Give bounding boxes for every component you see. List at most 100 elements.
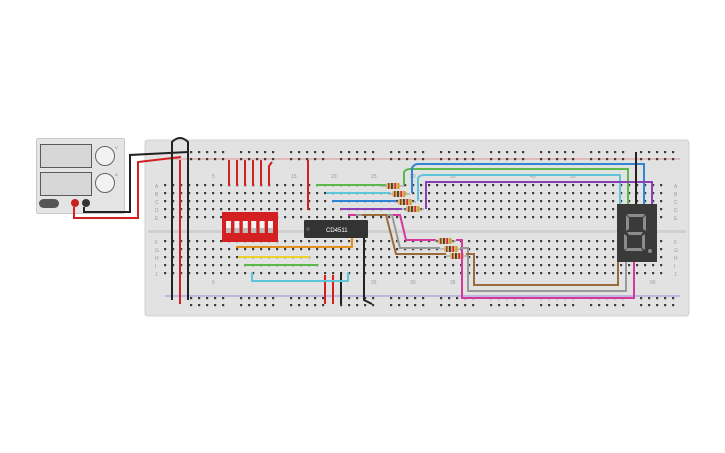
breadboard-hole[interactable] [656, 151, 659, 154]
black-rail-jumper[interactable] [171, 137, 189, 300]
breadboard-hole[interactable] [244, 248, 247, 251]
breadboard-hole[interactable] [256, 304, 259, 307]
breadboard-hole[interactable] [516, 208, 519, 211]
dip-switch-pullup-wires[interactable] [228, 160, 334, 304]
breadboard-hole[interactable] [644, 184, 647, 187]
breadboard-hole[interactable] [220, 216, 223, 219]
breadboard-hole[interactable] [484, 240, 487, 243]
breadboard-hole[interactable] [564, 240, 567, 243]
breadboard-hole[interactable] [164, 216, 167, 219]
breadboard-hole[interactable] [508, 256, 511, 259]
breadboard-hole[interactable] [180, 216, 183, 219]
dc-power-supply[interactable]: V A [36, 138, 125, 214]
breadboard-hole[interactable] [314, 158, 317, 161]
breadboard-hole[interactable] [492, 256, 495, 259]
breadboard-hole[interactable] [248, 158, 251, 161]
breadboard-hole[interactable] [532, 184, 535, 187]
breadboard-hole[interactable] [324, 216, 327, 219]
breadboard-hole[interactable] [348, 151, 351, 154]
breadboard-hole[interactable] [516, 248, 519, 251]
breadboard-hole[interactable] [672, 151, 675, 154]
breadboard-hole[interactable] [364, 297, 367, 300]
breadboard-hole[interactable] [264, 304, 267, 307]
breadboard-hole[interactable] [364, 264, 367, 267]
breadboard-hole[interactable] [380, 240, 383, 243]
breadboard-hole[interactable] [448, 297, 451, 300]
breadboard-hole[interactable] [444, 216, 447, 219]
breadboard-hole[interactable] [406, 304, 409, 307]
breadboard-hole[interactable] [588, 208, 591, 211]
breadboard-hole[interactable] [404, 256, 407, 259]
breadboard-hole[interactable] [588, 264, 591, 267]
breadboard-hole[interactable] [498, 304, 501, 307]
breadboard-hole[interactable] [356, 297, 359, 300]
breadboard-hole[interactable] [498, 158, 501, 161]
breadboard-hole[interactable] [556, 200, 559, 203]
breadboard-hole[interactable] [476, 256, 479, 259]
breadboard-hole[interactable] [468, 192, 471, 195]
breadboard-hole[interactable] [252, 192, 255, 195]
breadboard-hole[interactable] [452, 264, 455, 267]
breadboard-hole[interactable] [420, 200, 423, 203]
breadboard-hole[interactable] [212, 240, 215, 243]
breadboard-hole[interactable] [660, 272, 663, 275]
breadboard-hole[interactable] [420, 240, 423, 243]
breadboard-hole[interactable] [596, 192, 599, 195]
breadboard-hole[interactable] [228, 200, 231, 203]
breadboard-hole[interactable] [180, 272, 183, 275]
breadboard-hole[interactable] [604, 240, 607, 243]
breadboard-hole[interactable] [440, 151, 443, 154]
breadboard-hole[interactable] [468, 272, 471, 275]
breadboard-hole[interactable] [420, 272, 423, 275]
breadboard-hole[interactable] [548, 240, 551, 243]
breadboard-hole[interactable] [596, 240, 599, 243]
breadboard-hole[interactable] [468, 216, 471, 219]
dip-switch-toggle[interactable] [226, 221, 231, 233]
breadboard-hole[interactable] [212, 192, 215, 195]
breadboard-hole[interactable] [420, 256, 423, 259]
breadboard-hole[interactable] [500, 192, 503, 195]
breadboard-hole[interactable] [188, 272, 191, 275]
breadboard-hole[interactable] [406, 158, 409, 161]
breadboard-hole[interactable] [436, 264, 439, 267]
breadboard-hole[interactable] [364, 151, 367, 154]
breadboard-hole[interactable] [484, 248, 487, 251]
breadboard-hole[interactable] [356, 216, 359, 219]
breadboard-hole[interactable] [612, 248, 615, 251]
breadboard-hole[interactable] [476, 200, 479, 203]
breadboard-hole[interactable] [284, 208, 287, 211]
power-switch[interactable] [39, 199, 59, 208]
breadboard-hole[interactable] [644, 192, 647, 195]
breadboard-hole[interactable] [406, 297, 409, 300]
breadboard-hole[interactable] [464, 151, 467, 154]
breadboard-hole[interactable] [524, 272, 527, 275]
breadboard-hole[interactable] [572, 200, 575, 203]
breadboard-hole[interactable] [276, 248, 279, 251]
breadboard-hole[interactable] [452, 184, 455, 187]
breadboard-hole[interactable] [428, 208, 431, 211]
breadboard-hole[interactable] [590, 151, 593, 154]
breadboard-hole[interactable] [196, 256, 199, 259]
breadboard-hole[interactable] [356, 158, 359, 161]
breadboard-hole[interactable] [340, 158, 343, 161]
breadboard-hole[interactable] [444, 264, 447, 267]
breadboard-hole[interactable] [348, 264, 351, 267]
breadboard-hole[interactable] [324, 240, 327, 243]
breadboard-hole[interactable] [522, 151, 525, 154]
breadboard-hole[interactable] [564, 208, 567, 211]
breadboard-hole[interactable] [468, 240, 471, 243]
breadboard-hole[interactable] [484, 272, 487, 275]
breadboard-hole[interactable] [398, 297, 401, 300]
breadboard-hole[interactable] [644, 200, 647, 203]
breadboard-hole[interactable] [614, 304, 617, 307]
breadboard-hole[interactable] [220, 256, 223, 259]
breadboard-hole[interactable] [572, 264, 575, 267]
breadboard-hole[interactable] [440, 297, 443, 300]
breadboard-hole[interactable] [204, 240, 207, 243]
resistor[interactable] [434, 238, 456, 244]
breadboard-hole[interactable] [372, 297, 375, 300]
breadboard-hole[interactable] [548, 304, 551, 307]
breadboard-hole[interactable] [436, 256, 439, 259]
breadboard-hole[interactable] [540, 256, 543, 259]
breadboard-hole[interactable] [456, 158, 459, 161]
